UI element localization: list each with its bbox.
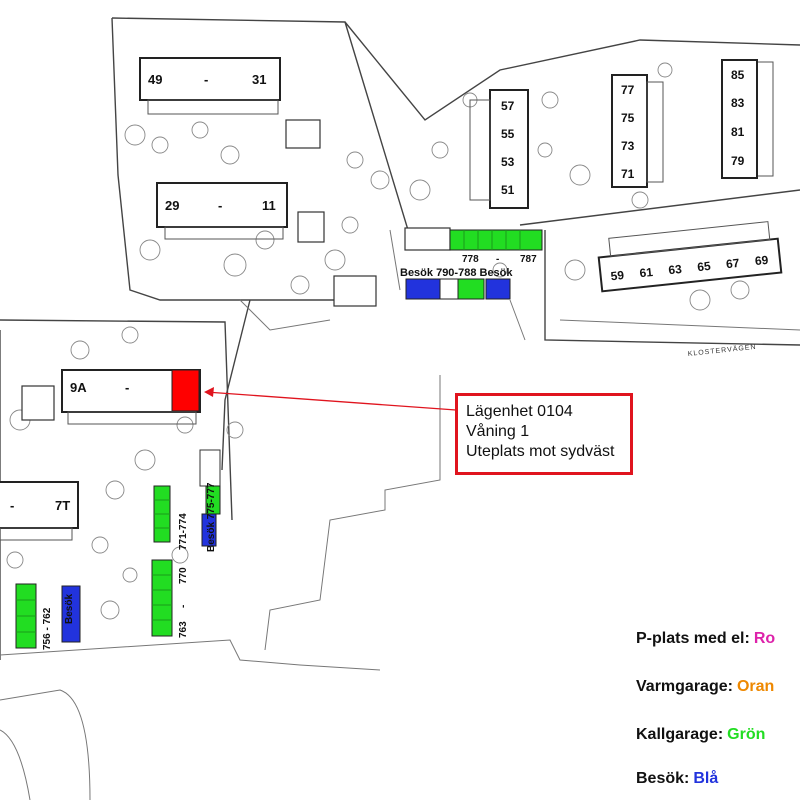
legend-label: Kallgarage: bbox=[636, 726, 724, 743]
apartment-0104-marker bbox=[171, 369, 200, 412]
unit-label: 55 bbox=[501, 127, 515, 141]
roads bbox=[0, 229, 800, 800]
building-77-71: 77 75 73 71 bbox=[611, 74, 664, 188]
building-label: 11 bbox=[262, 198, 276, 213]
parking-763-770: 763 - 770 bbox=[151, 559, 189, 638]
unit-label: 59 bbox=[610, 268, 625, 283]
unit-label: 67 bbox=[725, 256, 740, 271]
unit-label: 53 bbox=[501, 155, 515, 169]
building-49-31: 49 - 31 bbox=[139, 57, 281, 115]
apartment-number: Lägenhet 0104 bbox=[466, 403, 573, 420]
unit-label: 57 bbox=[501, 99, 515, 113]
floor-level: Våning 1 bbox=[466, 423, 530, 440]
parking-778-787: 778 - 787 Besök 790-788 Besök bbox=[400, 229, 543, 300]
parking-label: Besök bbox=[64, 594, 75, 624]
unit-label: 51 bbox=[501, 183, 515, 197]
building-label: 31 bbox=[252, 72, 266, 87]
site-boundary bbox=[0, 17, 800, 660]
legend-electric: P-plats med el:Ro bbox=[636, 630, 775, 648]
legend-label: Besök: bbox=[636, 770, 690, 787]
unit-label: 75 bbox=[621, 111, 635, 125]
building-29-11: 29 - 11 bbox=[156, 182, 288, 240]
unit-label: 81 bbox=[731, 125, 745, 139]
parking-label: 787 bbox=[520, 254, 537, 265]
parking-label: 763 bbox=[178, 621, 189, 638]
legend-cold-garage: Kallgarage:Grön bbox=[636, 726, 765, 744]
legend-value-green: Grön bbox=[727, 726, 766, 743]
building-label: 49 bbox=[148, 72, 162, 87]
unit-label: 69 bbox=[754, 253, 769, 268]
unit-label: 61 bbox=[639, 265, 654, 280]
building-label: 7T bbox=[55, 498, 70, 513]
parking-label: - bbox=[496, 254, 499, 265]
building-label: - bbox=[204, 72, 208, 87]
parking-label: 778 bbox=[462, 254, 479, 265]
parking-label: - bbox=[178, 605, 189, 608]
building-7t: - 7T bbox=[0, 481, 79, 541]
unit-label: 63 bbox=[668, 262, 683, 277]
legend-value-pink: Ro bbox=[753, 630, 776, 647]
building-label: 29 bbox=[165, 198, 179, 213]
apartment-info-box: Lägenhet 0104 Våning 1 Uteplats mot sydv… bbox=[455, 393, 633, 475]
patio-direction: Uteplats mot sydväst bbox=[466, 443, 615, 460]
parking-label: 756 - 762 bbox=[42, 607, 53, 650]
unit-label: 71 bbox=[621, 167, 635, 181]
parking-label: Besök 775-777 bbox=[206, 482, 217, 552]
street-label: KLOSTERVÄGEN bbox=[687, 343, 757, 358]
building-label: - bbox=[10, 498, 14, 513]
unit-label: 79 bbox=[731, 154, 745, 168]
legend-visitor: Besök:Blå bbox=[636, 770, 718, 788]
legend-label: Varmgarage: bbox=[636, 678, 733, 695]
building-label: - bbox=[218, 198, 222, 213]
building-85-79: 85 83 81 79 bbox=[721, 59, 774, 179]
parking-label: 770 bbox=[178, 567, 189, 584]
legend-label: P-plats med el: bbox=[636, 630, 750, 647]
parking-771-777: 771-774 Besök 775-777 bbox=[153, 449, 221, 552]
sheds bbox=[21, 119, 451, 421]
unit-label: 77 bbox=[621, 83, 635, 97]
unit-label: 65 bbox=[697, 259, 712, 274]
building-59-69: 59 61 63 65 67 69 bbox=[597, 221, 783, 293]
building-label: 9A bbox=[70, 380, 87, 395]
trees bbox=[6, 62, 750, 620]
building-57-51: 57 55 53 51 bbox=[469, 89, 529, 209]
pointer-arrow bbox=[204, 387, 457, 411]
parking-label: Besök 790-788 Besök bbox=[400, 267, 513, 279]
parking-756-762: 756 - 762 Besök bbox=[15, 583, 81, 650]
parking-label: 771-774 bbox=[178, 513, 189, 550]
building-9a: 9A - bbox=[61, 369, 201, 425]
building-label: - bbox=[125, 380, 129, 395]
unit-label: 85 bbox=[731, 68, 745, 82]
legend-value-blue: Blå bbox=[693, 770, 719, 787]
unit-label: 73 bbox=[621, 139, 635, 153]
legend-value-orange: Oran bbox=[736, 678, 775, 695]
legend-warm-garage: Varmgarage:Oran bbox=[636, 678, 774, 696]
unit-label: 83 bbox=[731, 96, 745, 110]
